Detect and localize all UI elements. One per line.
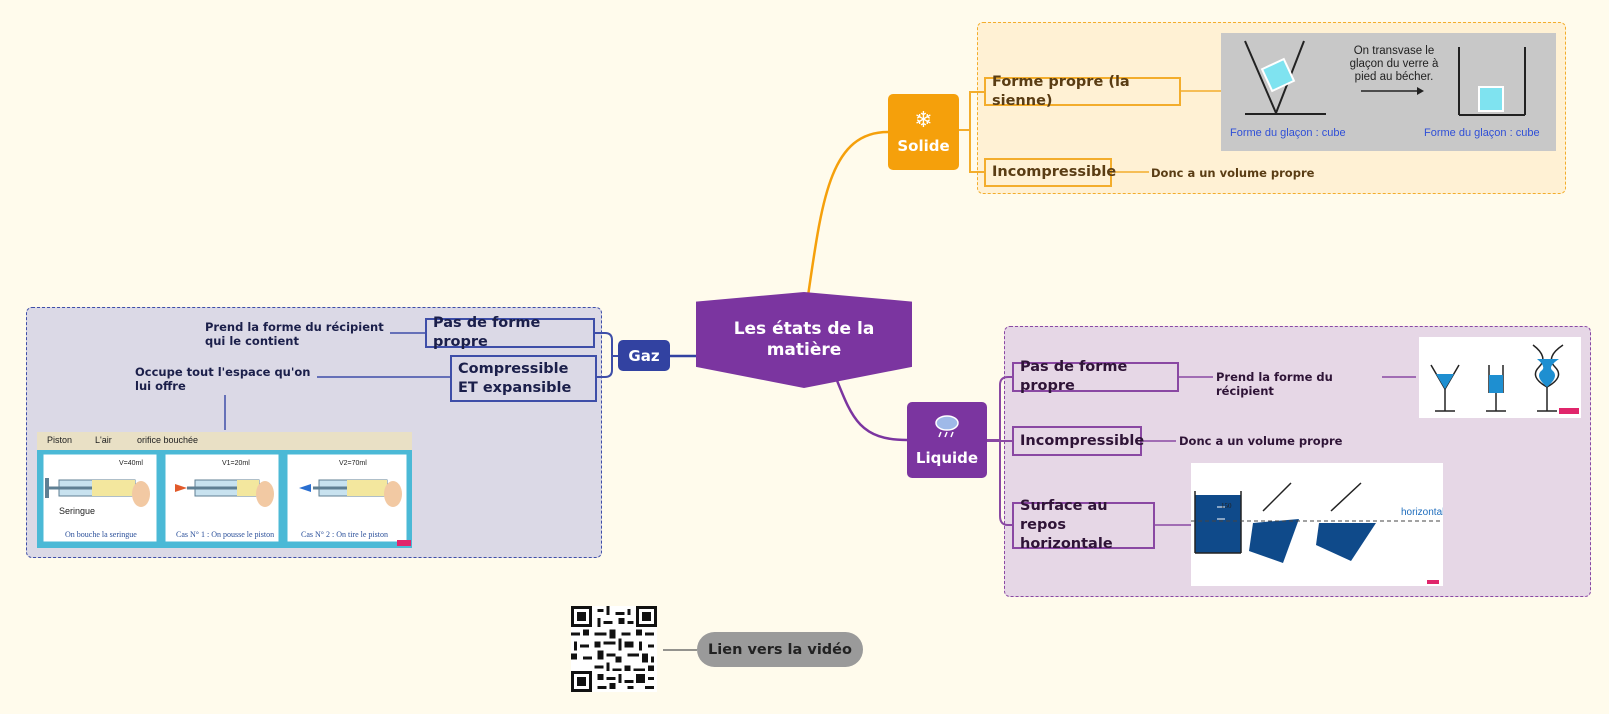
topic-label: Incompressible (1020, 432, 1145, 449)
snowflake-icon: ❄ (914, 108, 933, 133)
ice-caption-left: Forme du glaçon : cube (1230, 127, 1346, 139)
topic-label: Compressible ET expansible (458, 360, 572, 396)
ice-transfer-text: On transvase le glaçon du verre à pied a… (1349, 45, 1439, 83)
topic-label: Pas de forme propre (1020, 359, 1128, 394)
topic-label: Forme propre (la sienne) (992, 73, 1130, 109)
syringe-label-piston: Piston (47, 435, 73, 445)
syringe-caption-3: Cas N° 2 : On tire le piston (301, 530, 388, 539)
gaz-label: Gaz (628, 346, 660, 365)
solide-note-volume: Donc a un volume propre (1151, 166, 1315, 180)
gaz-note-espace: Occupe tout l'espace qu'on lui offre (135, 365, 311, 393)
liquide-label: Liquide (915, 449, 979, 467)
solide-topic-incompressible[interactable]: Incompressible (984, 158, 1116, 187)
liquide-note-volume: Donc a un volume propre (1179, 434, 1343, 448)
central-title: Les états de la matière (733, 319, 875, 360)
solide-node[interactable]: ❄ Solide (888, 94, 959, 170)
horizontal-surface-image: 150 horizontal (1191, 463, 1443, 586)
ice-cube-image: On transvase le glaçon du verre à pied a… (1221, 33, 1556, 151)
syringe-caption-1: On bouche la seringue (65, 530, 137, 539)
ice-caption-right: Forme du glaçon : cube (1424, 127, 1540, 139)
liquide-topic-surface-horizontale[interactable]: Surface au repos horizontale (1012, 498, 1155, 552)
syringe-label-seringue: Seringue (59, 506, 96, 516)
topic-label: Pas de forme propre (433, 315, 541, 350)
solide-topic-forme-propre[interactable]: Forme propre (la sienne) (984, 74, 1181, 109)
topic-label: Surface au repos horizontale (1020, 498, 1113, 552)
syringe-volume-1: V=40ml (119, 460, 143, 467)
beaker-scale: 150 (1221, 502, 1232, 510)
liquid-containers-image (1419, 337, 1581, 418)
gaz-note-forme: Prend la forme du récipient qui le conti… (205, 320, 384, 348)
syringe-volume-2: V1=20ml (222, 460, 250, 467)
liquide-topic-pas-de-forme[interactable]: Pas de forme propre (1012, 359, 1179, 394)
syringe-volume-3: V2=70ml (339, 460, 367, 467)
syringe-image: Piston L'air orifice bouchée Seringue V=… (37, 432, 412, 548)
syringe-caption-2: Cas N° 1 : On pousse le piston (176, 530, 275, 539)
gaz-node[interactable]: Gaz (618, 340, 670, 371)
beakers-diagram: 150 (1191, 482, 1443, 584)
horizontal-label: horizontal (1401, 507, 1443, 518)
video-link-label: Lien vers la vidéo (708, 641, 852, 658)
liquide-note-forme: Prend la forme du récipient (1216, 370, 1333, 398)
liquide-node[interactable]: Liquide (907, 402, 987, 478)
central-topic[interactable]: Les états de la matière (696, 292, 912, 388)
qr-code-icon[interactable] (571, 606, 657, 692)
rain-cloud-icon (932, 413, 962, 445)
gaz-topic-pas-de-forme[interactable]: Pas de forme propre (425, 315, 595, 350)
syringe-label-orifice: orifice bouchée (137, 435, 199, 445)
video-link-button[interactable]: Lien vers la vidéo (697, 632, 863, 667)
syringe-label-air: L'air (95, 435, 112, 445)
gaz-topic-compressible[interactable]: Compressible ET expansible (450, 355, 597, 402)
topic-label: Incompressible (992, 164, 1117, 180)
syringe-diagram (37, 450, 412, 548)
liquide-topic-incompressible[interactable]: Incompressible (1012, 426, 1145, 456)
solide-label: Solide (897, 137, 950, 155)
containers-diagram (1430, 344, 1579, 414)
ice-diagram (1244, 40, 1526, 116)
